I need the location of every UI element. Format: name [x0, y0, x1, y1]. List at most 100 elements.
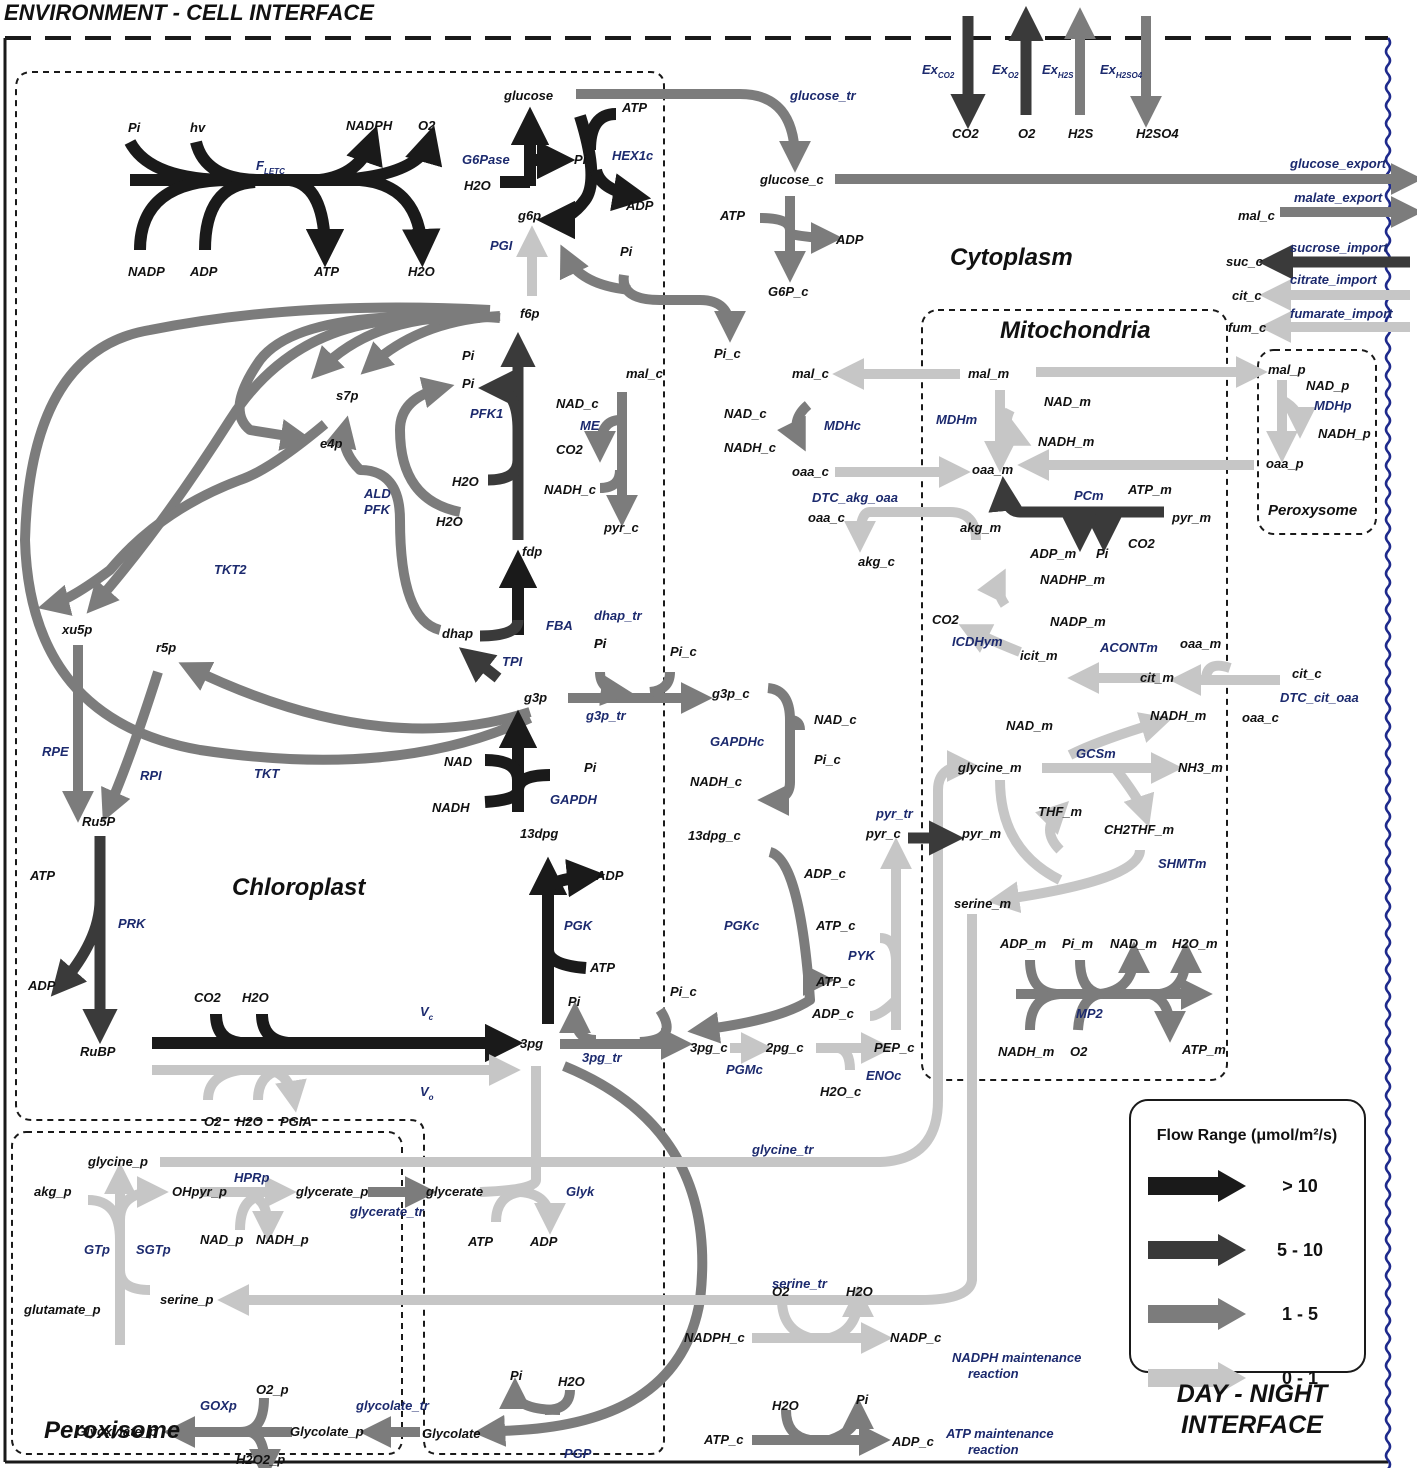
metabolite-oaa-p: oaa_p — [1266, 456, 1304, 471]
metabolite-icit-m: icit_m — [1020, 648, 1058, 663]
metabolite-h2o-pfk: H2O — [452, 474, 479, 489]
metabolite-mal-c2: mal_c — [792, 366, 830, 381]
reaction-glycerate-tr: glycerate_tr — [349, 1204, 425, 1219]
flow-ald-2 — [325, 415, 442, 635]
metabolite-glucose-c: glucose_c — [759, 172, 824, 187]
flow-tkt-r5p — [178, 661, 532, 734]
metabolite-adp-prk: ADP — [27, 978, 56, 993]
flow-hex1c-adp — [590, 168, 652, 212]
reaction-pgp: PGP — [564, 1446, 592, 1461]
metabolite-g6p: g6p — [517, 208, 541, 223]
metabolite-atp-m: ATP_m — [1127, 482, 1172, 497]
flow-tpi — [458, 647, 502, 683]
metabolite-pi-gapdh: Pi — [584, 760, 597, 775]
flow-tkt2-c — [37, 420, 329, 616]
metabolite-atp-m2: ATP_m — [1181, 1042, 1226, 1057]
reaction-glycolate-tr: glycolate_tr — [355, 1398, 430, 1413]
flow-pi-c-tr — [618, 274, 746, 343]
flow-me-nadh — [599, 469, 625, 493]
flow-mp2-adp — [1025, 959, 1061, 999]
flow-mp2-h2o — [1158, 941, 1202, 999]
metabolite-g6p-c: G6P_c — [768, 284, 809, 299]
flow-vo-o2 — [203, 1065, 241, 1101]
flow-letc-h2o — [359, 174, 441, 268]
metabolite-o2: O2 — [418, 118, 436, 133]
reaction-atp-maint-2: reaction — [968, 1442, 1019, 1457]
metabolite-atp-c: ATP_c — [703, 1432, 744, 1447]
flow-glyk — [479, 1066, 541, 1197]
reaction-icdhym: ICDHym — [952, 634, 1003, 649]
metabolite-s7p: s7p — [336, 388, 358, 403]
metabolite-pgia: PGIA — [280, 1114, 312, 1129]
reaction-vo: Vo — [420, 1084, 434, 1102]
legend-title: Flow Range (μmol/m²/s) — [1157, 1127, 1337, 1144]
reaction-sucrose-import: sucrose_import — [1290, 240, 1388, 255]
metabolite-nad-p: NAD_p — [1306, 378, 1349, 393]
reaction-glycine-tr: glycine_tr — [751, 1142, 814, 1157]
reaction-g6pase: G6Pase — [462, 152, 510, 167]
metabolite-atp-letc: ATP — [313, 264, 339, 279]
reaction-pfk: PFK — [364, 502, 392, 517]
reaction-citrate-import: citrate_import — [1290, 272, 1377, 287]
flow-icdhym-nadphm — [977, 568, 1010, 608]
legend-rows: > 105 - 101 - 50 - 1 — [1148, 1170, 1323, 1394]
reaction-glyk: Glyk — [566, 1184, 595, 1199]
flow-g3p-tr-pi — [595, 671, 633, 707]
reaction-rpe: RPE — [42, 744, 69, 759]
flow-pfk1-h2o — [487, 459, 524, 486]
flow-gapdhc — [757, 683, 795, 816]
metabolite-glycerate-p: glycerate_p — [295, 1184, 368, 1199]
metabolite-hv: hv — [190, 120, 206, 135]
flow-letc-nadp — [134, 174, 231, 251]
reaction-nadph-maint-1: NADPH maintenance — [952, 1350, 1081, 1365]
legend-box — [1129, 1099, 1366, 1373]
reaction-glucose-export: glucose_export — [1289, 156, 1387, 171]
metabolite-glutamate-p: glutamate_p — [23, 1302, 101, 1317]
metabolite-mal-p: mal_p — [1268, 362, 1306, 377]
metabolite-cit-c: cit_c — [1232, 288, 1262, 303]
flow-glucose-tr — [576, 89, 811, 173]
metabolite-akg-c: akg_c — [858, 554, 896, 569]
flow-dtc-cit-oaa-2 — [1201, 660, 1232, 681]
cytoplasm-title: Cytoplasm — [950, 244, 1073, 271]
metabolite-h2o-vc: H2O — [242, 990, 269, 1005]
metabolite-2pg-c: 2pg_c — [765, 1040, 804, 1055]
flow-pcm-adp — [1062, 507, 1098, 553]
flow-nadph-maint-o2 — [777, 1299, 812, 1343]
metabolite-oaa-c: oaa_c — [792, 464, 830, 479]
reaction-tkt: TKT — [254, 766, 280, 781]
flow-hprp-nadh — [250, 1191, 284, 1243]
metabolite-glycine-m: glycine_m — [957, 760, 1022, 775]
metabolite-h2o-letc: H2O — [408, 264, 435, 279]
reaction-sgtp: SGTp — [136, 1242, 171, 1257]
metabolite-nadh-m: NADH_m — [1038, 434, 1095, 449]
legend-label-0: > 10 — [1282, 1176, 1318, 1196]
reaction-atp-maint-1: ATP maintenance — [945, 1426, 1054, 1441]
reaction-me: ME — [580, 418, 600, 433]
reaction-gapdh: GAPDH — [550, 792, 598, 807]
metabolite-pi-fba: Pi — [594, 636, 607, 651]
metabolite-fdp: fdp — [522, 544, 542, 559]
flow-mp2-atp — [1148, 989, 1186, 1043]
metabolite-atp-c-pgk: ATP_c — [815, 974, 856, 989]
metabolite-atp-hex: ATP — [621, 100, 647, 115]
metabolite-pi-3pg: Pi — [568, 994, 581, 1009]
reaction-vc: Vc — [420, 1004, 434, 1022]
flow-ald — [395, 376, 462, 517]
metabolite-h2o2-p: H2O2_p — [236, 1452, 285, 1467]
metabolite-h2o-ald: H2O — [436, 514, 463, 529]
flow-mdhc — [777, 401, 812, 452]
flow-hex1c-atp — [584, 108, 617, 151]
flow-pfk1-pi — [477, 370, 524, 431]
flow-glyk-atp — [491, 1187, 522, 1223]
metabolite-nad-m3: NAD_m — [1110, 936, 1157, 951]
flow-pgp-h2o — [544, 1389, 575, 1415]
reaction-acontm: ACONTm — [1099, 640, 1158, 655]
peroxysome-title: Peroxysome — [1268, 502, 1357, 519]
metabolite-dhap: dhap — [442, 626, 473, 641]
ex-h2so4-label: ExH2SO4 — [1100, 62, 1143, 80]
metabolite-adp-glyk: ADP — [529, 1234, 558, 1249]
metabolite-3pg-c: 3pg_c — [690, 1040, 728, 1055]
metabolite-pi2: Pi — [462, 376, 475, 391]
